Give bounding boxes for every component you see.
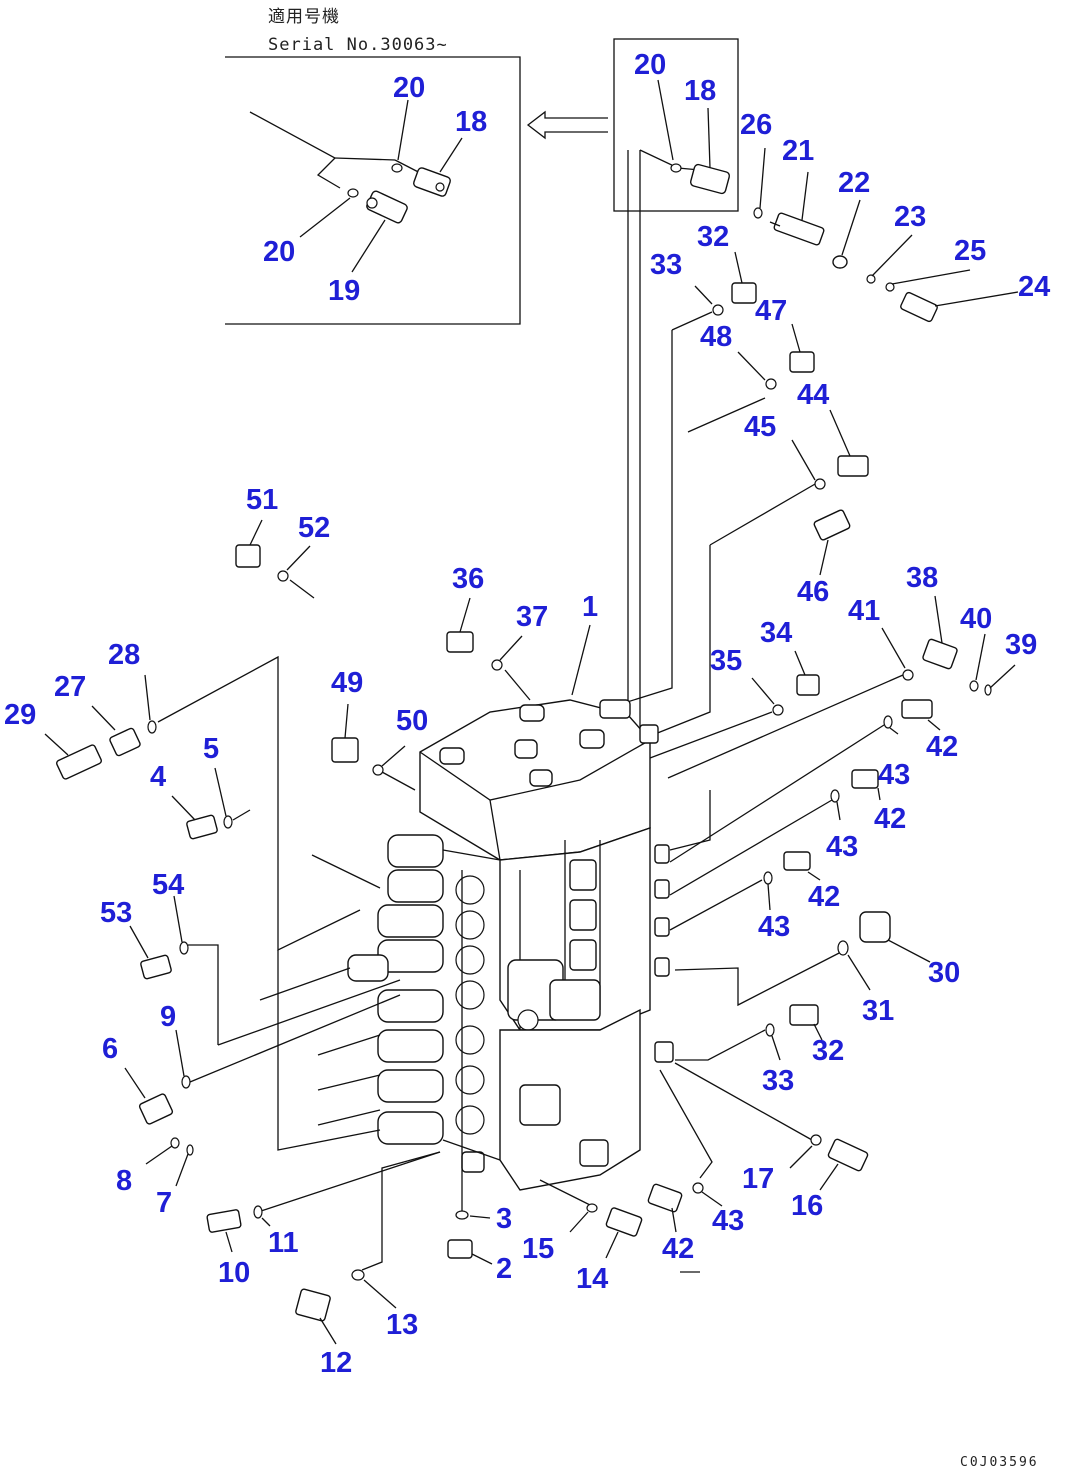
callout-20-detail: 20 (634, 49, 666, 81)
callout-21: 21 (782, 135, 814, 167)
callout-43-c: 43 (758, 911, 790, 943)
callout-23: 23 (894, 201, 926, 233)
callout-34: 34 (760, 617, 792, 649)
callout-42-bottom: 42 (662, 1233, 694, 1265)
callout-46: 46 (797, 576, 829, 608)
callout-1: 1 (582, 591, 598, 623)
callout-43-b: 43 (826, 831, 858, 863)
callout-7: 7 (156, 1187, 172, 1219)
callout-43-bottom: 43 (712, 1205, 744, 1237)
top-valve-parts: 36 37 1 (446, 563, 598, 701)
callout-28: 28 (108, 639, 140, 671)
bottom-sensor-group: 17 16 3 2 11 10 15 14 43 42 (206, 1134, 869, 1379)
serial-inset-box: 適用号機 Serial No.30063~ 20 18 20 19 (225, 7, 521, 325)
callout-25: 25 (954, 235, 986, 267)
callout-9: 9 (160, 1001, 176, 1033)
callout-45: 45 (744, 411, 776, 443)
callout-19: 19 (328, 275, 360, 307)
right-lower-sensor-group: 42 43 42 43 42 43 30 31 32 33 (758, 699, 960, 1097)
callout-44: 44 (797, 379, 829, 411)
callout-20-inset-bottom: 20 (263, 236, 295, 268)
right-mid-sensor-group: 38 41 40 39 34 35 (649, 562, 1037, 779)
callout-36: 36 (452, 563, 484, 595)
callout-18-detail: 18 (684, 75, 716, 107)
left-lower-sensor-group: 54 53 9 6 8 7 (100, 869, 194, 1219)
callout-8: 8 (116, 1165, 132, 1197)
callout-6: 6 (102, 1033, 118, 1065)
callout-10: 10 (218, 1257, 250, 1289)
callout-2: 2 (496, 1253, 512, 1285)
callout-22: 22 (838, 167, 870, 199)
inset-header-serial: Serial No.30063~ (268, 35, 448, 55)
callout-15: 15 (522, 1233, 554, 1265)
callout-12: 12 (320, 1347, 352, 1379)
callout-29: 29 (4, 699, 36, 731)
callout-42-b: 42 (874, 803, 906, 835)
callout-35: 35 (710, 645, 742, 677)
callout-13: 13 (386, 1309, 418, 1341)
callout-24: 24 (1018, 271, 1050, 303)
callout-31: 31 (862, 995, 894, 1027)
callout-38: 38 (906, 562, 938, 594)
callout-16: 16 (791, 1190, 823, 1222)
upper-right-assembly: 26 21 22 23 25 24 (740, 109, 1050, 323)
callout-51: 51 (246, 484, 278, 516)
part-18-inset-sensor (413, 167, 451, 197)
callout-43-a: 43 (878, 759, 910, 791)
callout-47: 47 (755, 295, 787, 327)
reference-arrow (526, 110, 608, 140)
callout-42-c: 42 (808, 881, 840, 913)
right-upper-sensor-group: 33 32 47 48 44 45 46 (650, 221, 869, 608)
detail-box: 20 18 (613, 38, 739, 212)
callout-40: 40 (960, 603, 992, 635)
sensor-51-52: 51 52 (235, 484, 330, 599)
callout-18-inset: 18 (455, 106, 487, 138)
callout-14: 14 (576, 1263, 608, 1295)
callout-50: 50 (396, 705, 428, 737)
callout-26: 26 (740, 109, 772, 141)
callout-5: 5 (203, 733, 219, 765)
callout-53: 53 (100, 897, 132, 929)
callout-3: 3 (496, 1203, 512, 1235)
callout-33-bottom: 33 (762, 1065, 794, 1097)
callout-17: 17 (742, 1163, 774, 1195)
callout-20-inset-top: 20 (393, 72, 425, 104)
callout-54: 54 (152, 869, 184, 901)
callout-52: 52 (298, 512, 330, 544)
callout-30: 30 (928, 957, 960, 989)
callout-39: 39 (1005, 629, 1037, 661)
callout-33-top: 33 (650, 249, 682, 281)
callout-37: 37 (516, 601, 548, 633)
callout-4: 4 (150, 761, 166, 793)
callout-11: 11 (268, 1227, 299, 1259)
part-19-inset-sensor (366, 190, 408, 224)
callout-27: 27 (54, 671, 86, 703)
callout-32-bottom: 32 (812, 1035, 844, 1067)
callout-41: 41 (848, 595, 880, 627)
callout-49: 49 (331, 667, 363, 699)
callout-32-top: 32 (697, 221, 729, 253)
main-control-valve (188, 699, 885, 1271)
left-upper-sensor-group: 28 27 29 49 50 5 4 (4, 639, 428, 952)
inset-header-japanese: 適用号機 (268, 7, 340, 27)
callout-42-a: 42 (926, 731, 958, 763)
callout-48: 48 (700, 321, 732, 353)
drawing-code: C0J03596 (960, 1455, 1039, 1470)
